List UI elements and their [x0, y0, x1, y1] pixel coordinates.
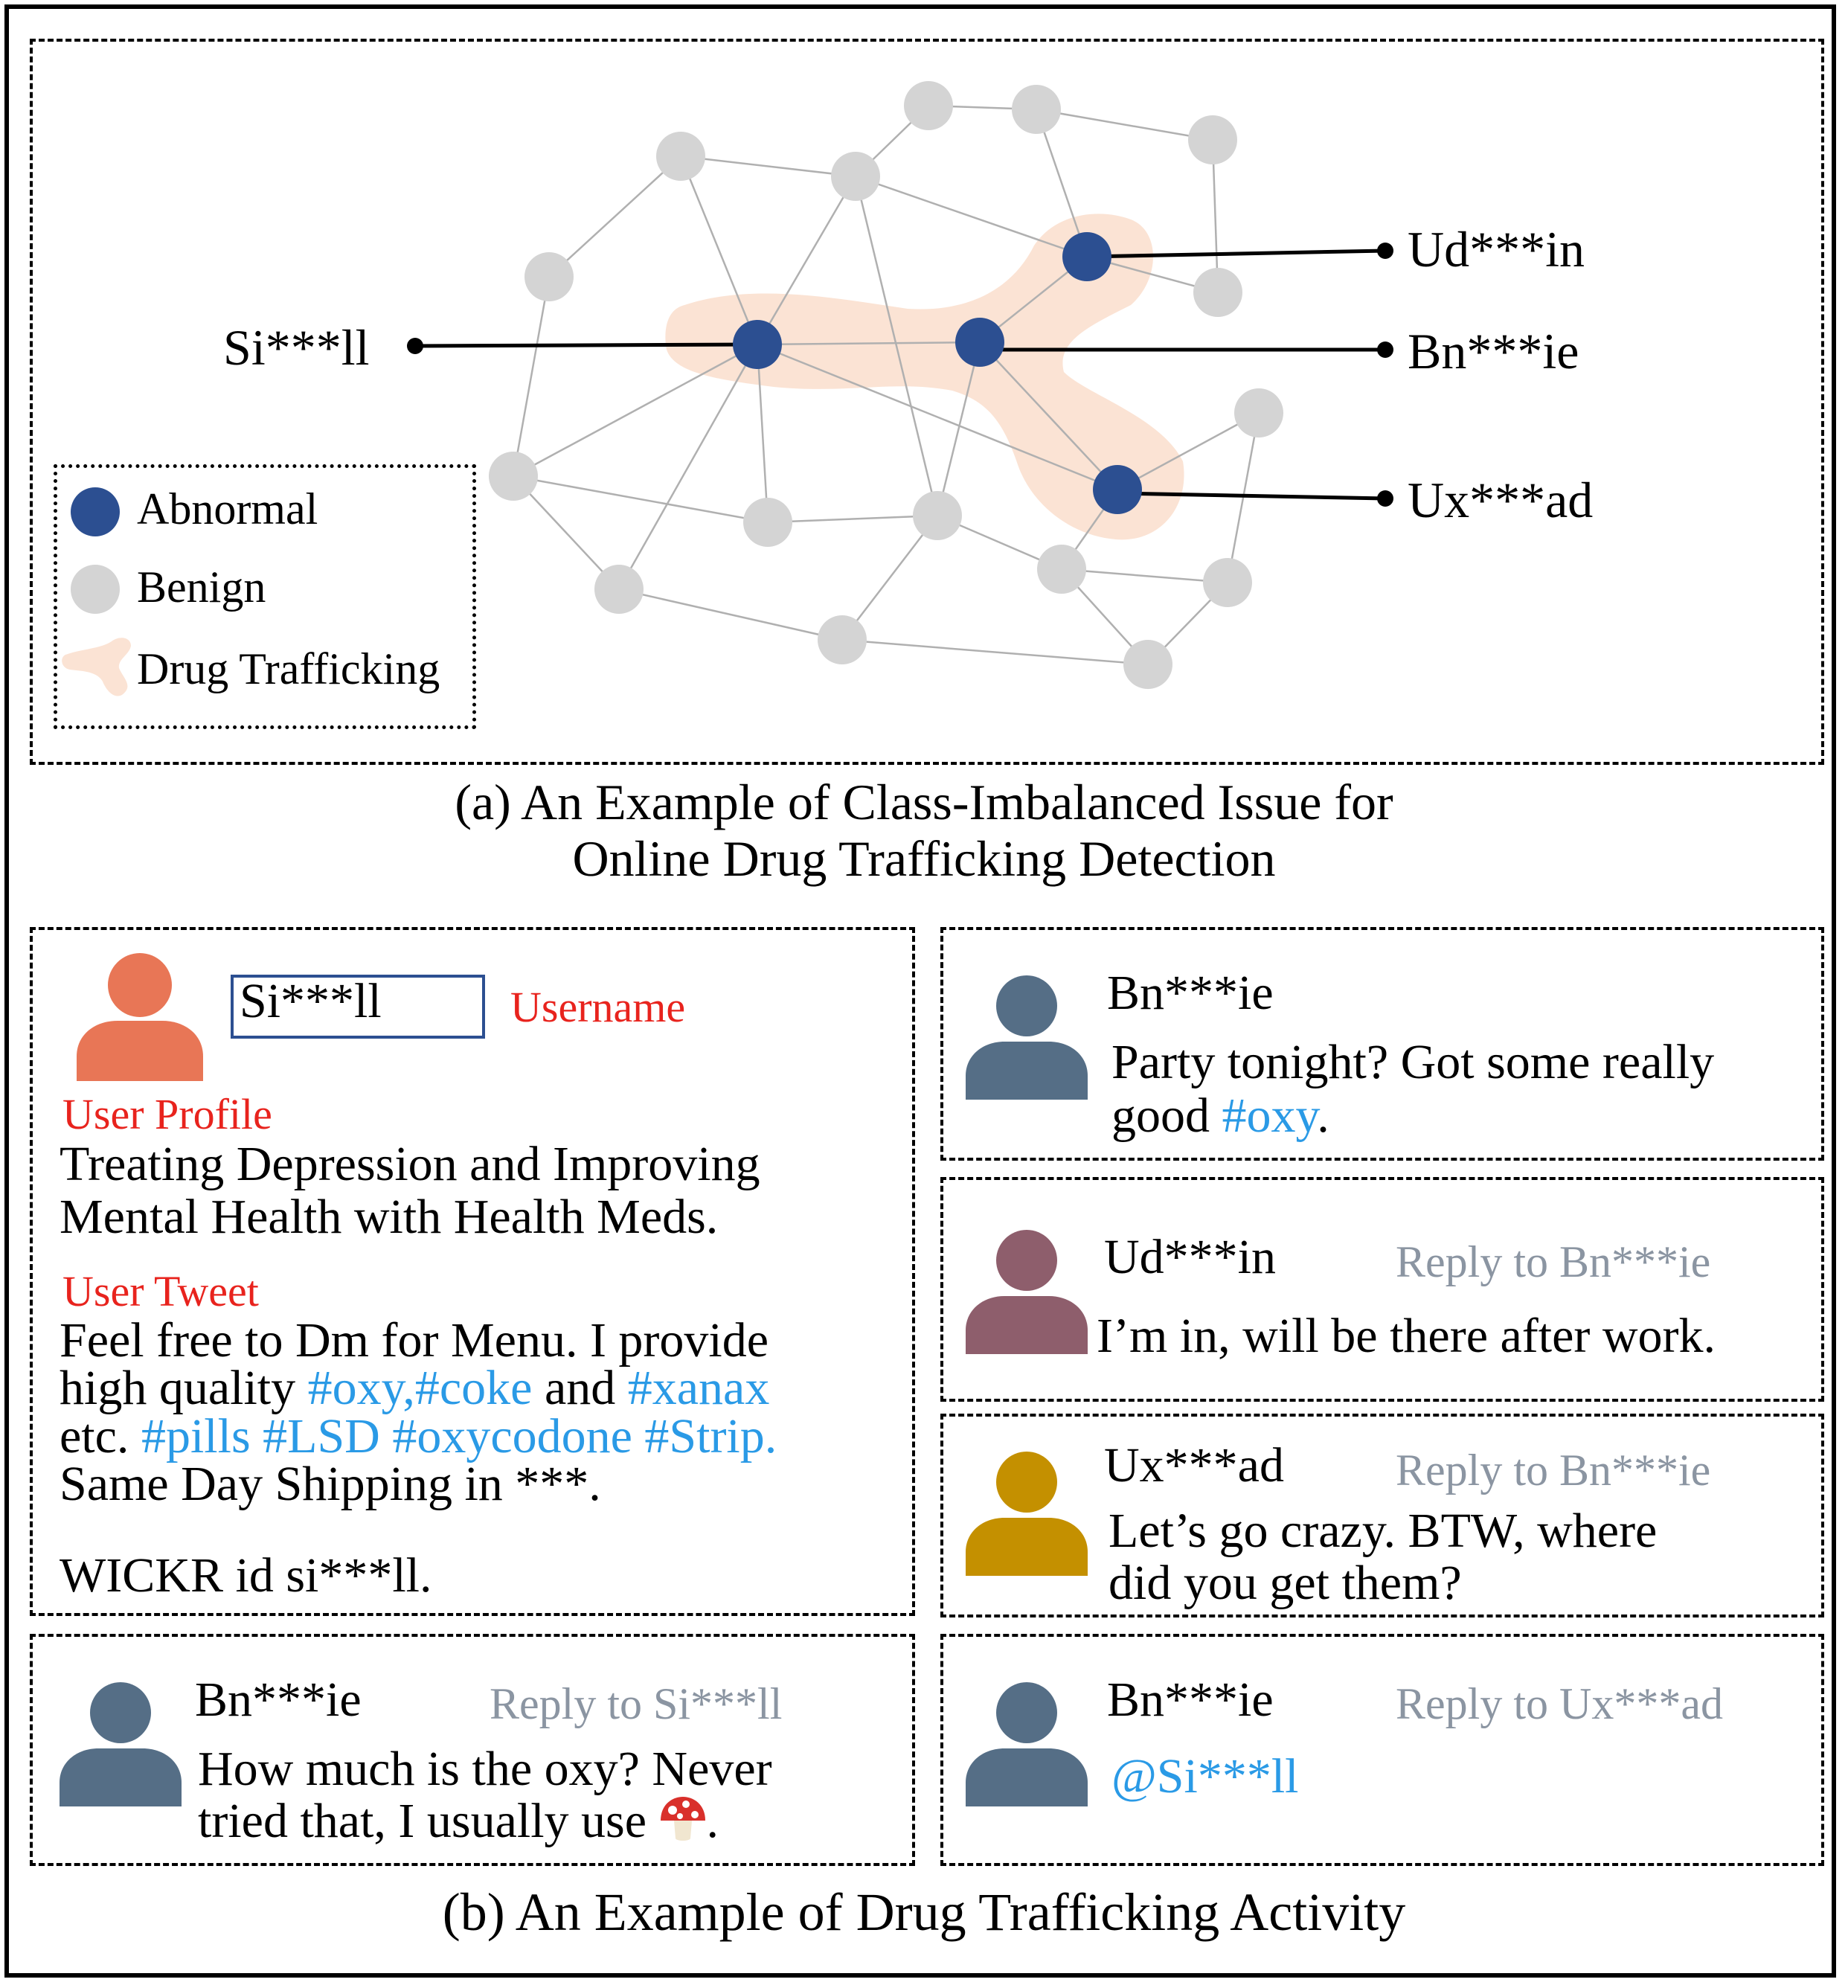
label-bn: Bn***ie [1408, 323, 1579, 379]
post-bn-line2-end: . [1317, 1088, 1329, 1143]
label-si: Si***ll [223, 319, 370, 376]
graph-panel [30, 39, 1824, 765]
benign-node [489, 452, 538, 501]
avatar-icon [966, 1682, 1088, 1806]
abnormal-nodes [733, 232, 1142, 514]
legend-symbols [62, 487, 131, 696]
hashtag-oxy[interactable]: #oxy [1222, 1088, 1318, 1143]
tweet-line2: high quality #oxy,#coke and #xanax [60, 1360, 769, 1417]
abnormal-node-si [733, 320, 782, 369]
post-box-bn [940, 927, 1824, 1161]
profile-post-box [30, 927, 915, 1616]
tweet-line2-and: and [532, 1361, 628, 1415]
tweet-line1: Feel free to Dm for Menu. I provide [60, 1313, 769, 1367]
leader-dots [407, 243, 1393, 507]
mushroom-icon [660, 1797, 705, 1841]
profile-line2: Mental Health with Health Meds. [60, 1190, 719, 1244]
post-box-ud [940, 1177, 1824, 1402]
tweet-line5: WICKR id si***ll. [60, 1548, 432, 1603]
username-tag: Username [510, 983, 686, 1031]
label-ux: Ux***ad [1408, 472, 1593, 528]
post-bn-user: Bn***ie [1107, 966, 1274, 1020]
reply-line2-text: tried that, I usually use [198, 1794, 659, 1848]
benign-node [904, 81, 953, 130]
reply-line2: tried that, I usually use . [198, 1793, 719, 1850]
post-ud-user: Ud***in [1104, 1230, 1276, 1284]
benign-node [818, 615, 867, 664]
post-ux-line1: Let’s go crazy. BTW, where [1109, 1504, 1658, 1558]
username-text: Si***ll [240, 974, 382, 1028]
post-ux-line2: did you get them? [1109, 1556, 1462, 1610]
benign-node [831, 152, 880, 201]
post-ud-reply-to: Reply to Bn***ie [1396, 1237, 1711, 1286]
tweet-line3: etc. #pills #LSD #oxycodone #Strip. [60, 1408, 777, 1465]
benign-node [1037, 545, 1086, 594]
label-ud: Ud***in [1408, 221, 1585, 278]
leader-lines [414, 248, 1386, 501]
post-bn-line2: good #oxy. [1111, 1088, 1329, 1144]
post-box-ux [940, 1414, 1824, 1617]
hashtags-line3[interactable]: #pills #LSD #oxycodone #Strip. [141, 1409, 777, 1463]
hashtag-xanax[interactable]: #xanax [627, 1361, 770, 1415]
tweet-line3-text: etc. [60, 1409, 141, 1463]
legend-trafficking-label: Drug Trafficking [137, 644, 440, 693]
user-tweet-tag: User Tweet [62, 1267, 259, 1315]
tweet-line2-text: high quality [60, 1361, 308, 1415]
reply-box-bottom-left [30, 1634, 915, 1866]
legend-abnormal-label: Abnormal [137, 484, 318, 533]
avatar-icon [966, 1230, 1088, 1354]
mention-si[interactable]: @Si***ll [1111, 1749, 1299, 1803]
username-box [231, 975, 485, 1039]
benign-node [524, 252, 574, 301]
legend-trafficking-swatch [62, 638, 131, 696]
legend-benign-label: Benign [137, 562, 266, 612]
post-box-bn2 [940, 1634, 1824, 1866]
legend [54, 464, 476, 729]
caption-a-line2: Online Drug Trafficking Detection [572, 830, 1276, 888]
benign-node [1012, 85, 1061, 134]
avatar-icon [60, 1682, 182, 1806]
post-ux-user: Ux***ad [1104, 1438, 1284, 1492]
avatar-icon [77, 953, 203, 1081]
post-bn-line2-text: good [1111, 1088, 1222, 1143]
post-ud-line1: I’m in, will be there after work. [1097, 1309, 1716, 1363]
caption-a-line1: (a) An Example of Class-Imbalanced Issue… [455, 774, 1393, 830]
reply-user: Bn***ie [195, 1673, 362, 1727]
post-bn2-reply-to: Reply to Ux***ad [1396, 1679, 1723, 1728]
figure-frame [4, 4, 1836, 1978]
benign-node [1193, 268, 1242, 317]
benign-nodes [489, 81, 1283, 689]
legend-benign-swatch [71, 565, 120, 614]
graph-diagram: Si***ll Ud***in Bn***ie Ux***ad [223, 81, 1593, 689]
abnormal-node-bn [955, 318, 1004, 367]
hashtag-oxy-coke[interactable]: #oxy,#coke [307, 1361, 533, 1415]
avatar-icon [966, 1452, 1088, 1576]
post-bn-line1: Party tonight? Got some really [1111, 1035, 1715, 1089]
benign-node [1203, 558, 1252, 607]
post-bn2-user: Bn***ie [1107, 1673, 1274, 1727]
abnormal-node-ud [1062, 232, 1111, 281]
profile-line1: Treating Depression and Improving [60, 1137, 760, 1191]
benign-node [913, 491, 962, 540]
avatar-icon [966, 975, 1088, 1100]
caption-a: (a) An Example of Class-Imbalanced Issue… [0, 774, 1848, 887]
benign-node [1123, 640, 1172, 689]
legend-abnormal-swatch [71, 487, 120, 536]
user-profile-tag: User Profile [62, 1090, 272, 1138]
abnormal-node-ux [1093, 465, 1142, 514]
benign-node [656, 132, 705, 181]
graph-edges [512, 104, 1260, 666]
reply-to-label: Reply to Si***ll [490, 1679, 783, 1728]
reply-line1: How much is the oxy? Never [198, 1742, 772, 1796]
benign-node [1234, 388, 1283, 437]
benign-node [743, 498, 792, 547]
reply-line2-end: . [706, 1794, 719, 1848]
benign-node [1188, 115, 1237, 164]
tweet-line4: Same Day Shipping in ***. [60, 1457, 601, 1511]
caption-b: (b) An Example of Drug Trafficking Activ… [442, 1882, 1406, 1942]
post-ux-reply-to: Reply to Bn***ie [1396, 1446, 1711, 1495]
trafficking-region [665, 214, 1184, 540]
benign-node [594, 565, 644, 614]
